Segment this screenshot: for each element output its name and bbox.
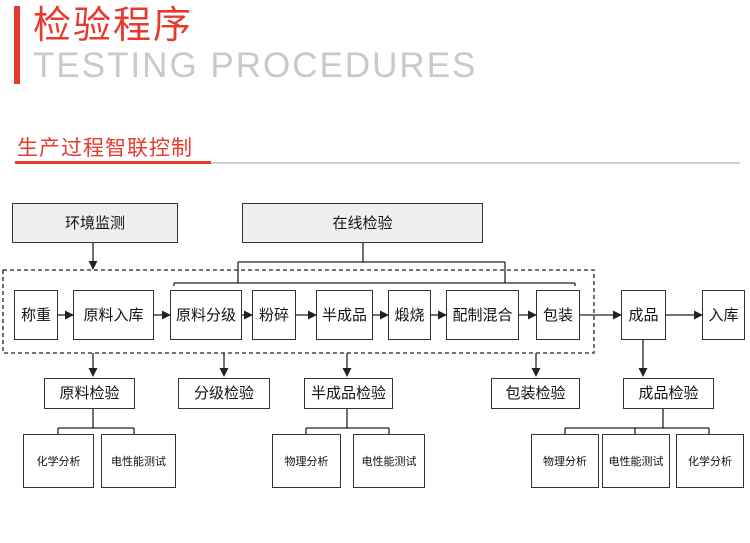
step-finished-product: 成品 — [621, 290, 666, 340]
online-inspection-box: 在线检验 — [242, 203, 483, 243]
step-packaging: 包装 — [536, 290, 580, 340]
section-divider-accent — [15, 161, 211, 164]
test-semi-physical: 物理分析 — [272, 434, 341, 488]
page-title: 检验程序 — [33, 3, 194, 47]
test-finished-chemical: 化学分析 — [676, 434, 744, 488]
grading-inspection-box: 分级检验 — [178, 378, 270, 409]
test-semi-electrical: 电性能测试 — [353, 434, 425, 488]
test-raw-chemical: 化学分析 — [23, 434, 94, 488]
raw-material-inspection-box: 原料检验 — [44, 378, 135, 409]
semi-finished-inspection-box: 半成品检验 — [304, 378, 393, 409]
control-region-border — [2, 269, 595, 354]
header-accent-bar — [14, 6, 20, 84]
section-title: 生产过程智联控制 — [17, 136, 193, 160]
step-weighing: 称重 — [14, 290, 58, 340]
step-raw-storage: 原料入库 — [73, 290, 154, 340]
env-monitoring-box: 环境监测 — [12, 203, 178, 243]
step-mixing: 配制混合 — [446, 290, 519, 340]
finished-inspection-box: 成品检验 — [623, 378, 714, 409]
section-divider — [15, 162, 740, 164]
step-calcining: 煅烧 — [388, 290, 431, 340]
step-raw-grading: 原料分级 — [170, 290, 242, 340]
test-raw-electrical: 电性能测试 — [101, 434, 176, 488]
step-warehousing: 入库 — [702, 290, 745, 340]
test-finished-electrical: 电性能测试 — [602, 434, 670, 488]
test-finished-physical: 物理分析 — [531, 434, 599, 488]
packaging-inspection-box: 包装检验 — [491, 378, 580, 409]
step-crushing: 粉碎 — [252, 290, 296, 340]
page-subtitle: TESTING PROCEDURES — [33, 46, 478, 85]
step-semi-finished: 半成品 — [316, 290, 373, 340]
